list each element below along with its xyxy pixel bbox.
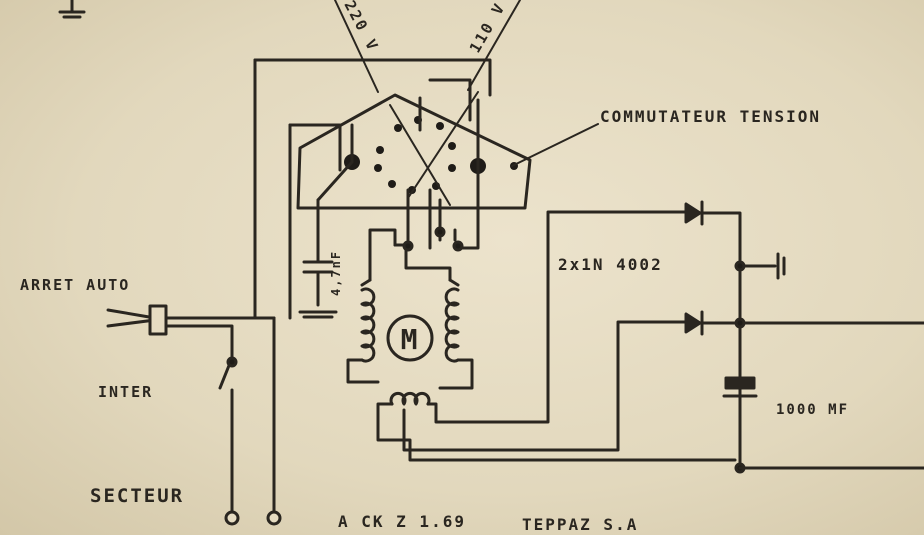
label-maker: TEPPAZ S.A: [522, 515, 638, 534]
supply-wiring: [253, 58, 492, 320]
secondary-coil: [376, 210, 737, 462]
motor-feed-wiring: [368, 188, 464, 282]
label-diodes: 2x1N 4002: [558, 255, 663, 274]
diode-upper: [684, 200, 742, 472]
motor-coil-right: [438, 278, 474, 390]
label-1000mf: 1000 MF: [776, 402, 849, 418]
inter-switch[interactable]: [218, 356, 238, 517]
label-110v: 110 V: [466, 0, 509, 56]
capacitor-1000mf: [722, 317, 924, 474]
ground-symbol-top: [58, 0, 86, 19]
arret-auto-switch[interactable]: [106, 304, 257, 360]
voltage-selector-switch[interactable]: [296, 91, 532, 210]
lead-110v: [467, 0, 521, 91]
motor-label: M: [401, 323, 420, 356]
lead-220v: [334, 0, 379, 93]
label-secteur: SECTEUR: [90, 485, 184, 507]
label-reference: A CK Z 1.69: [338, 512, 466, 531]
ground-symbol-right: [734, 252, 786, 280]
label-capacitor-4-7nf: 4,7nF: [329, 250, 343, 296]
commutateur-leader: [511, 123, 599, 167]
label-commutateur-tension: COMMUTATEUR TENSION: [600, 107, 821, 126]
capacitor-4-7nf: [298, 198, 338, 319]
diode-lower: [684, 310, 924, 336]
secteur-terminals: [224, 316, 282, 526]
label-inter: INTER: [98, 383, 153, 401]
label-arret-auto: ARRET AUTO: [20, 276, 130, 294]
motor-symbol: M: [386, 314, 434, 362]
motor-coil-left: [346, 278, 380, 384]
